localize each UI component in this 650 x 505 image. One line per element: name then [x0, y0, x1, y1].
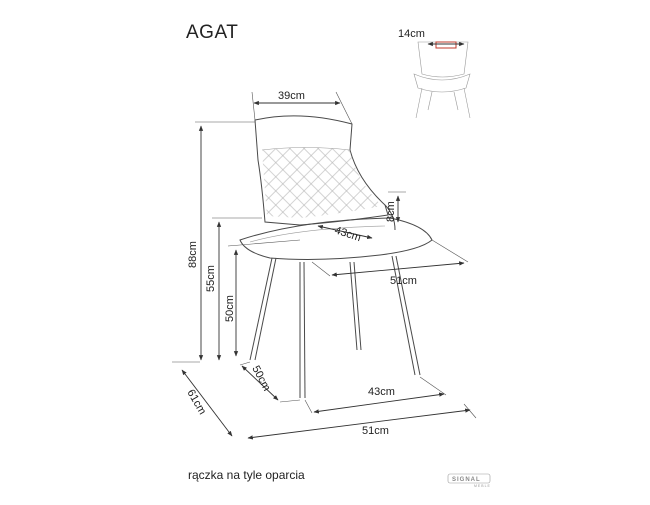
- dim-group-seat-width: 51cm: [311, 239, 469, 287]
- dim-group-armrest-top-height: 55cm: [205, 217, 262, 361]
- dim-group-seat-back-width: 39cm: [251, 90, 353, 125]
- dim-seat-width: 51cm: [390, 275, 417, 287]
- dim-group-seat-height: 50cm: [224, 239, 301, 357]
- dim-leg-depth: 50cm: [249, 364, 272, 393]
- dim-group-leg-depth: 50cm: [239, 361, 301, 403]
- dim-group-total-depth: 61cm: [172, 361, 233, 437]
- handle-accent: [435, 41, 457, 49]
- dim-seat-height: 50cm: [224, 295, 236, 322]
- dim-group-leg-width: 43cm: [304, 376, 447, 414]
- dim-total-height: 88cm: [187, 241, 199, 268]
- dim-leg-width: 43cm: [368, 386, 395, 398]
- brand-name: SIGNAL: [452, 477, 481, 483]
- dim-group-total-width: 51cm: [247, 403, 477, 440]
- dim-group-armrest-height: 8cm: [385, 191, 406, 223]
- dim-handle-width: 14cm: [398, 28, 425, 40]
- dim-armrest-height: 8cm: [385, 201, 397, 222]
- dim-group-total-height: 88cm: [187, 121, 255, 361]
- dim-seat-back-width: 39cm: [278, 90, 305, 102]
- dim-total-width: 51cm: [362, 425, 389, 437]
- chair-drawing: [239, 115, 433, 399]
- caption-handle: rączka na tyle oparcia: [188, 468, 305, 482]
- product-title: AGAT: [186, 22, 238, 43]
- dim-total-depth: 61cm: [184, 388, 208, 417]
- dim-armrest-top-height: 55cm: [205, 265, 217, 292]
- dim-group-seat-depth: 43cm: [317, 224, 373, 244]
- thumbnail-rear-view: 14cm: [398, 28, 471, 119]
- brand-logo: SIGNAL MEBLE: [447, 473, 491, 488]
- dim-seat-depth-diag: 43cm: [333, 224, 362, 244]
- brand-sub: MEBLE: [474, 484, 491, 488]
